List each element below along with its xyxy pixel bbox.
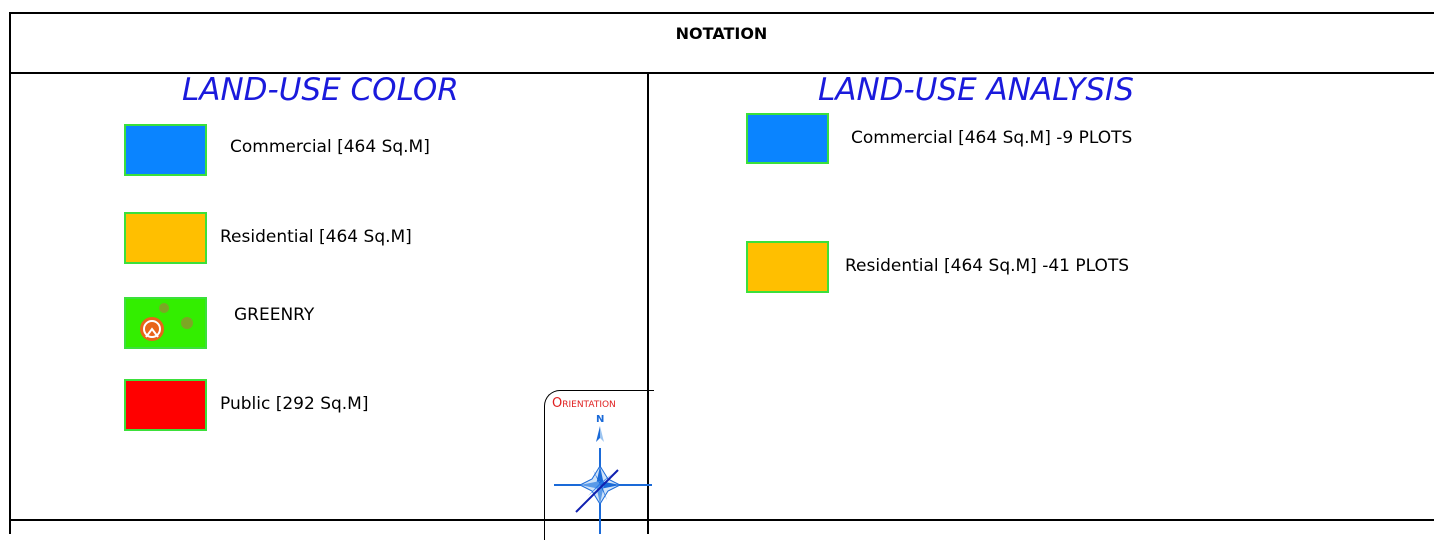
analysis-residential-label: Residential [464 Sq.M] -41 PLOTS (845, 256, 1130, 276)
residential-swatch (124, 212, 207, 264)
compass-rose-icon: N (554, 414, 652, 534)
greenry-label: GREENRY (234, 305, 315, 325)
public-swatch (124, 379, 207, 431)
orientation-box (544, 390, 654, 540)
residential-label: Residential [464 Sq.M] (220, 227, 412, 247)
title-divider-line (9, 72, 1434, 74)
public-label: Public [292 Sq.M] (220, 394, 369, 414)
tree-icon (140, 303, 193, 341)
orientation-label: Orientation (552, 396, 616, 411)
frame-top-line (9, 12, 1434, 14)
frame-left-line (9, 12, 11, 534)
land-use-color-heading: LAND-USE COLOR (182, 72, 459, 108)
notation-title: NOTATION (675, 24, 768, 43)
greenry-swatch (124, 297, 207, 349)
north-label: N (596, 414, 604, 425)
analysis-commercial-label: Commercial [464 Sq.M] -9 PLOTS (851, 128, 1133, 148)
land-use-analysis-heading: LAND-USE ANALYSIS (818, 72, 1134, 108)
bottom-divider-line (9, 519, 1434, 521)
column-divider-line (647, 72, 649, 534)
analysis-commercial-swatch (746, 113, 829, 164)
commercial-swatch (124, 124, 207, 176)
analysis-residential-swatch (746, 241, 829, 293)
commercial-label: Commercial [464 Sq.M] (230, 137, 430, 157)
